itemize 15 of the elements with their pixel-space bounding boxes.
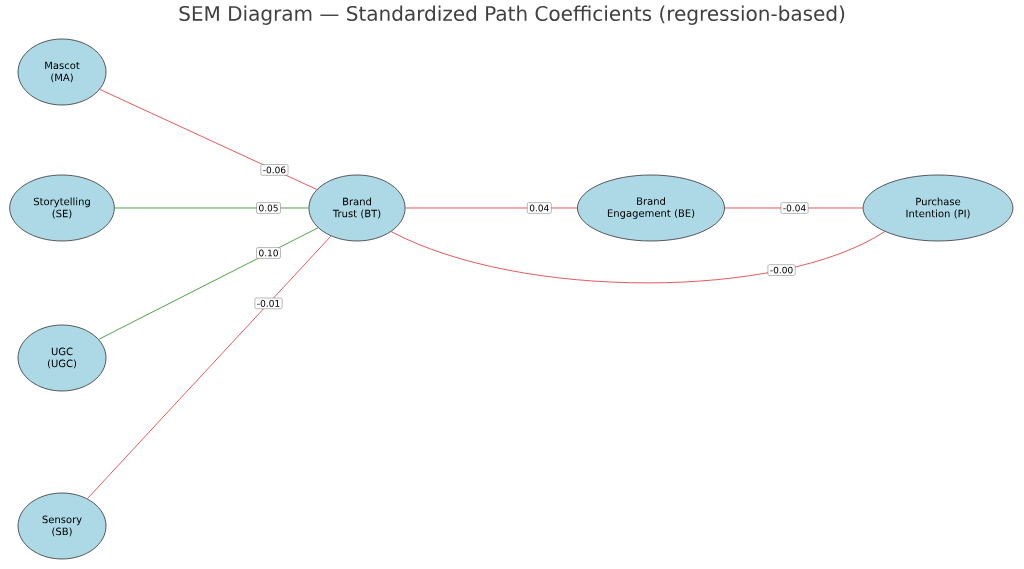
path-line [86, 235, 332, 500]
coefficient-label: 0.04 [527, 202, 552, 214]
title: SEM Diagram — Standardized Path Coefficients (regression-based) [179, 5, 845, 25]
coefficient-label: -0.00 [767, 264, 796, 276]
path-line [405, 207, 578, 209]
path-line [724, 207, 864, 209]
path-line [98, 227, 319, 340]
coefficient-label: -0.01 [254, 297, 283, 309]
coefficient-label: -0.06 [260, 164, 289, 176]
coefficient-label: -0.04 [780, 202, 809, 214]
coefficient-label: 0.05 [256, 202, 281, 214]
path-line [390, 231, 886, 284]
coefficient-label: 0.10 [256, 247, 281, 259]
path-line [99, 89, 318, 190]
path-line [114, 207, 309, 209]
